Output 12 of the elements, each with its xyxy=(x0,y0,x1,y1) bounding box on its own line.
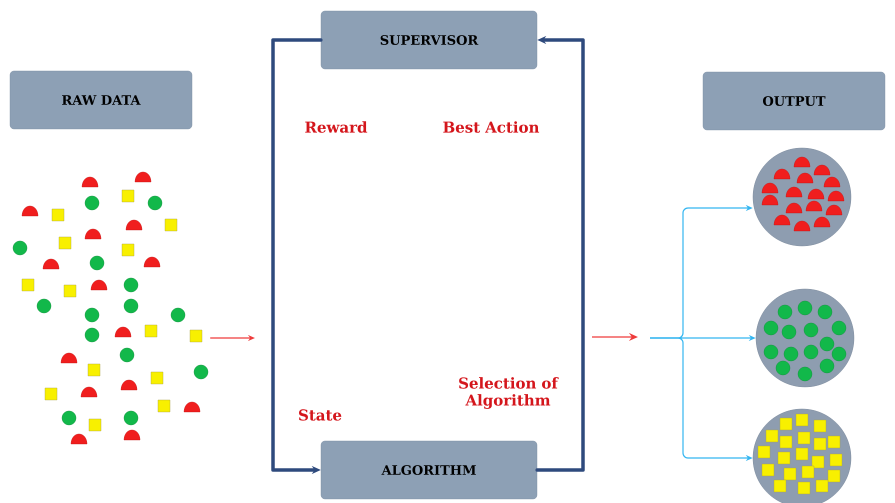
cluster-circle xyxy=(752,148,852,246)
process-box: SUPERVISOR xyxy=(320,10,538,70)
process-box: ALGORITHM xyxy=(320,440,538,500)
title-box: RAW DATA xyxy=(10,70,192,130)
data-points-drawing xyxy=(12,172,208,444)
cluster-circle xyxy=(756,288,854,388)
annotation-text: State xyxy=(299,409,342,421)
cluster-circle xyxy=(752,408,852,503)
annotation-text: Reward xyxy=(305,121,368,133)
title-box: OUTPUT xyxy=(702,72,886,130)
annotation-text: Selection of Algorithm xyxy=(459,377,559,409)
annotation-text: Best Action xyxy=(443,121,540,133)
